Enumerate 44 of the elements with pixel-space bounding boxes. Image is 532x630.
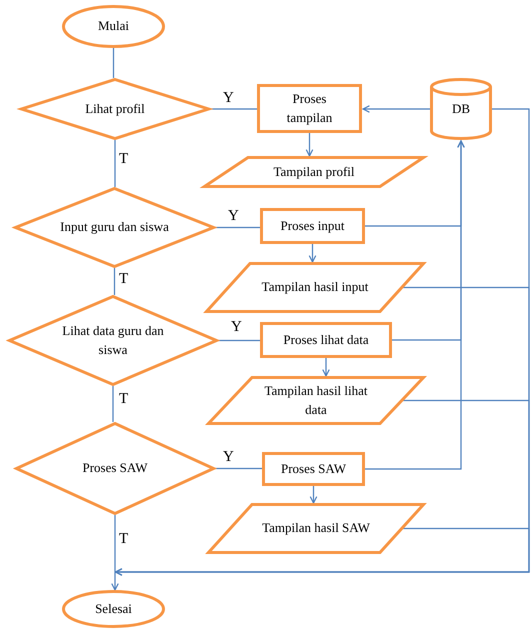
connector-line [218, 340, 260, 342]
process-box [257, 84, 362, 133]
arrow [365, 140, 465, 470]
database-cylinder [430, 78, 492, 140]
node-label: Selesai [95, 600, 132, 618]
node-label: Proses lihat data [283, 330, 369, 349]
decision-diamond [14, 187, 215, 268]
connector-line [215, 226, 260, 228]
arrow [310, 486, 318, 504]
connector-line [112, 386, 114, 422]
node-label: Mulai [98, 17, 130, 36]
node-label: Input guru dan siswa [60, 218, 169, 236]
connector-line [215, 468, 262, 470]
connector-line [114, 268, 116, 295]
connector-line [210, 108, 257, 110]
node-label: Proses input [280, 216, 344, 235]
output-parallelogram [207, 376, 425, 425]
process-box [260, 322, 392, 358]
decision-diamond [15, 422, 215, 515]
node-label: Proses SAW [82, 459, 148, 478]
arrow [114, 528, 530, 576]
output-parallelogram [205, 262, 425, 313]
process-box [262, 452, 365, 486]
node-label: Lihat profil [85, 100, 145, 118]
node-label: Lihat data guru dan siswa [61, 322, 165, 358]
terminator-oval [62, 5, 165, 48]
process-box [260, 208, 365, 244]
node-label: Proses tampilan [286, 90, 334, 127]
node-label: Tampilan hasil SAW [262, 519, 370, 538]
arrow [322, 358, 330, 377]
node-label: Tampilan hasil input [262, 278, 368, 296]
connector-line [114, 140, 116, 187]
connector-line [112, 48, 114, 78]
node-label: Tampilan profil [273, 162, 355, 181]
arrow [306, 133, 314, 157]
node-label: DB [452, 100, 470, 118]
arrow [308, 244, 316, 263]
node-label: Proses SAW [280, 460, 346, 478]
arrow [362, 105, 430, 113]
arrow [111, 515, 119, 591]
terminator-oval [62, 590, 165, 628]
node-label: Tampilan hasil lihat data [263, 382, 369, 418]
decision-diamond [8, 295, 218, 386]
output-parallelogram [207, 503, 425, 554]
